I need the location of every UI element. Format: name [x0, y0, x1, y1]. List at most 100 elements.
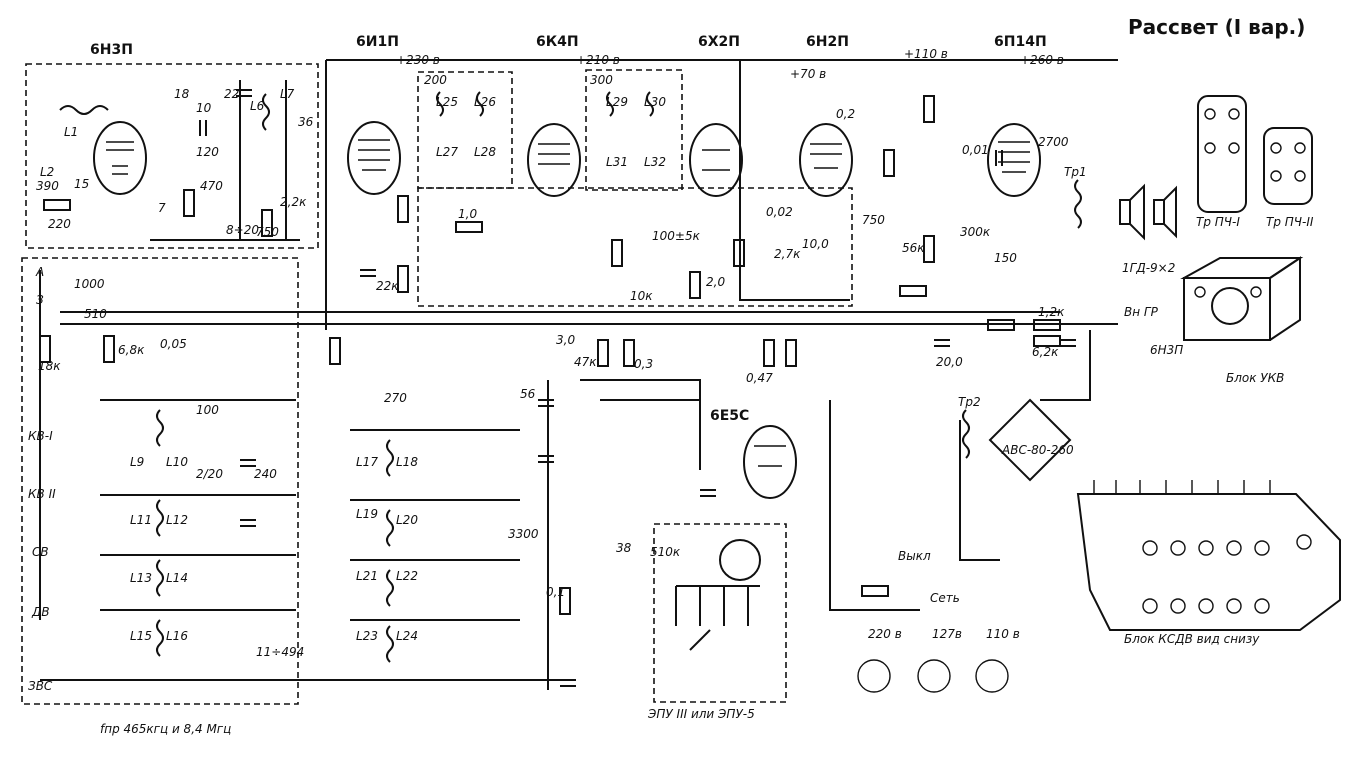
label-l22: L22: [396, 569, 418, 583]
label-c20-0: 20,0: [936, 355, 963, 369]
label-l32: L32: [644, 155, 666, 169]
label-c38: 38: [616, 541, 632, 555]
supply-230: +230 в: [396, 53, 440, 67]
ukv-block-caption: Блок УКВ: [1226, 371, 1284, 385]
resistor-group: [39, 95, 1061, 615]
label-r470: 470: [200, 179, 223, 193]
label-r6-2k: 6,2к: [1032, 345, 1059, 359]
pickup-outline: [653, 523, 787, 703]
label-c11-494: 11÷494: [256, 645, 304, 659]
band-zvs: ЗВС: [28, 679, 53, 693]
rectifier-bridge-icon: [988, 398, 1072, 482]
supply-210: +210 в: [576, 53, 620, 67]
label-c0-01: 0,01: [962, 143, 989, 157]
label-l16: L16: [166, 629, 188, 643]
label-c750: 750: [862, 213, 885, 227]
label-r750: 750: [256, 225, 279, 239]
power-switch-caption: Выкл: [898, 549, 931, 563]
ksdv-block-drawing: [1076, 480, 1341, 631]
band-antenna: А: [35, 265, 44, 279]
label-c0-1: 0,1: [546, 585, 565, 599]
label-l15: L15: [130, 629, 152, 643]
label-c18: 18: [174, 87, 190, 101]
ukv-block-outline: [25, 63, 319, 249]
label-l21: L21: [356, 569, 378, 583]
label-l18: L18: [396, 455, 418, 469]
label-l1: L1: [64, 125, 78, 139]
band-kv2: КВ II: [28, 487, 56, 501]
tube-6n2p-label: 6Н2П: [806, 34, 849, 50]
label-l6: L6: [250, 99, 265, 113]
label-c10-0: 10,0: [802, 237, 829, 251]
label-r47k: 47к: [574, 355, 597, 369]
label-c270: 270: [384, 391, 407, 405]
rf-amp-outline: [417, 187, 853, 307]
if-transformer-1-outline: [417, 71, 513, 189]
tube-6k4p: 6К4П: [527, 34, 581, 197]
tap-110: 110 в: [986, 627, 1020, 641]
wiring: [39, 59, 1118, 690]
tube-6p14p-label: 6П14П: [994, 34, 1047, 50]
ksdv-block-caption: Блок КСДВ вид снизу: [1124, 632, 1260, 646]
label-r0-3: 0,3: [634, 357, 653, 371]
label-l9: L9: [130, 455, 144, 469]
tap-220: 220 в: [868, 627, 902, 641]
label-l31: L31: [606, 155, 628, 169]
label-l14: L14: [166, 571, 188, 585]
tube-6x2p: 6Х2П: [689, 34, 743, 197]
speaker-icon: [1119, 183, 1177, 241]
ext-speaker-caption: Вн ГР: [1124, 305, 1159, 319]
label-c22: 22: [224, 87, 239, 101]
label-l10: L10: [166, 455, 188, 469]
tr-pch2-caption: Тр ПЧ-II: [1266, 215, 1314, 229]
label-c3300: 3300: [508, 527, 539, 541]
tube-6p14p: 6П14П: [987, 34, 1047, 197]
label-l25: L25: [436, 95, 458, 109]
label-l17: L17: [356, 455, 378, 469]
tube-6i1p-label: 6И1П: [356, 34, 399, 50]
label-r10k: 10к: [630, 289, 653, 303]
band-ground: З: [36, 293, 44, 307]
label-r18k: 18к: [38, 359, 61, 373]
label-l26: L26: [474, 95, 496, 109]
label-c0-02: 0,02: [766, 205, 793, 219]
label-r510k: 510к: [650, 545, 681, 559]
label-c7: 7: [158, 201, 166, 215]
speakers-caption: 1ГД-9×2: [1122, 261, 1175, 275]
label-l13: L13: [130, 571, 152, 585]
band-sv: СВ: [32, 545, 49, 559]
component-labels: L1 L2 L6 L7 L9 L10 L11 L12 L13 L14 L15 L…: [36, 73, 1087, 659]
supply-260: +260 в: [1020, 53, 1064, 67]
label-l11: L11: [130, 513, 152, 527]
label-r2-2k: 2,2к: [280, 195, 307, 209]
tr-pch1-caption: Тр ПЧ-I: [1196, 215, 1240, 229]
capacitor-group: [199, 89, 1076, 687]
if-frequency-caption: fпр 465кгц и 8,4 Мгц: [100, 722, 231, 736]
label-r2-0: 2,0: [706, 275, 725, 289]
label-r0-47: 0,47: [746, 371, 773, 385]
band-dv: ДВ: [31, 605, 50, 619]
band-switch-block-outline: [21, 257, 299, 705]
coil-group: [59, 91, 1082, 663]
supply-110: +110 в: [904, 47, 948, 61]
label-tr2: Тр2: [958, 395, 981, 409]
label-c120: 120: [196, 145, 219, 159]
label-c15: 15: [74, 177, 89, 191]
tube-6i1p: 6И1П: [347, 34, 401, 195]
label-c200: 200: [424, 73, 447, 87]
if-transformer-inset: [1197, 95, 1313, 213]
tube-6e5s: 6Е5С: [710, 408, 797, 499]
label-c10: 10: [196, 101, 212, 115]
label-l27: L27: [436, 145, 458, 159]
label-c8-20: 8÷20: [226, 223, 259, 237]
label-tr1: Тр1: [1064, 165, 1087, 179]
label-r150: 150: [994, 251, 1017, 265]
magic-eye-screen-icon: [719, 539, 761, 581]
schematic-title: Рассвет (I вар.): [1128, 15, 1305, 39]
label-c1000: 1000: [74, 277, 105, 291]
ukv-block-drawing: [1180, 256, 1304, 341]
label-l20: L20: [396, 513, 418, 527]
label-r6-8k: 6,8к: [118, 343, 145, 357]
label-c36: 36: [298, 115, 314, 129]
